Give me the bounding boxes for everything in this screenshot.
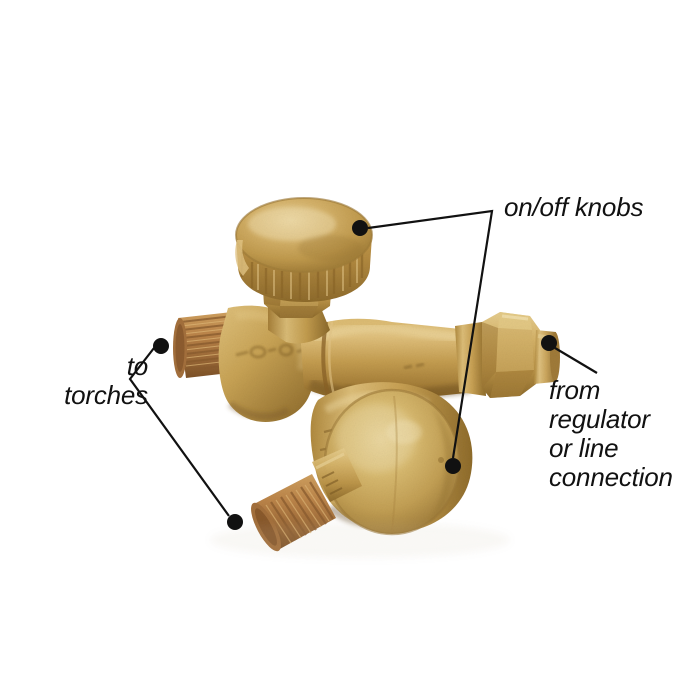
- leader-dot-lower-knob: [445, 458, 461, 474]
- leader-dot-inlet: [541, 335, 557, 351]
- leader-from-regulator: [541, 335, 598, 374]
- label-to-torches-line1: to: [126, 351, 148, 381]
- leader-dot-lower-outlet: [227, 514, 243, 530]
- upper-onoff-knob: [235, 197, 373, 302]
- leader-onoff-knobs: [352, 209, 494, 474]
- label-from-regulator-line3: or line: [549, 433, 619, 463]
- label-from-regulator-line1: from: [549, 375, 601, 405]
- right-hex-inlet-fitting: [455, 312, 560, 398]
- label-to-torches-line2: torches: [64, 380, 148, 410]
- label-from-regulator-line2: regulator: [549, 404, 650, 434]
- label-from-regulator-line4: connection: [549, 462, 673, 492]
- valve-assembly: [173, 197, 560, 558]
- leader-dot-upper-outlet: [153, 338, 169, 354]
- leader-dot-upper-knob: [352, 220, 368, 236]
- label-onoff-knobs: on/off knobs: [504, 192, 644, 222]
- lower-onoff-knob: [323, 388, 461, 536]
- leader-to-torches: [128, 338, 243, 530]
